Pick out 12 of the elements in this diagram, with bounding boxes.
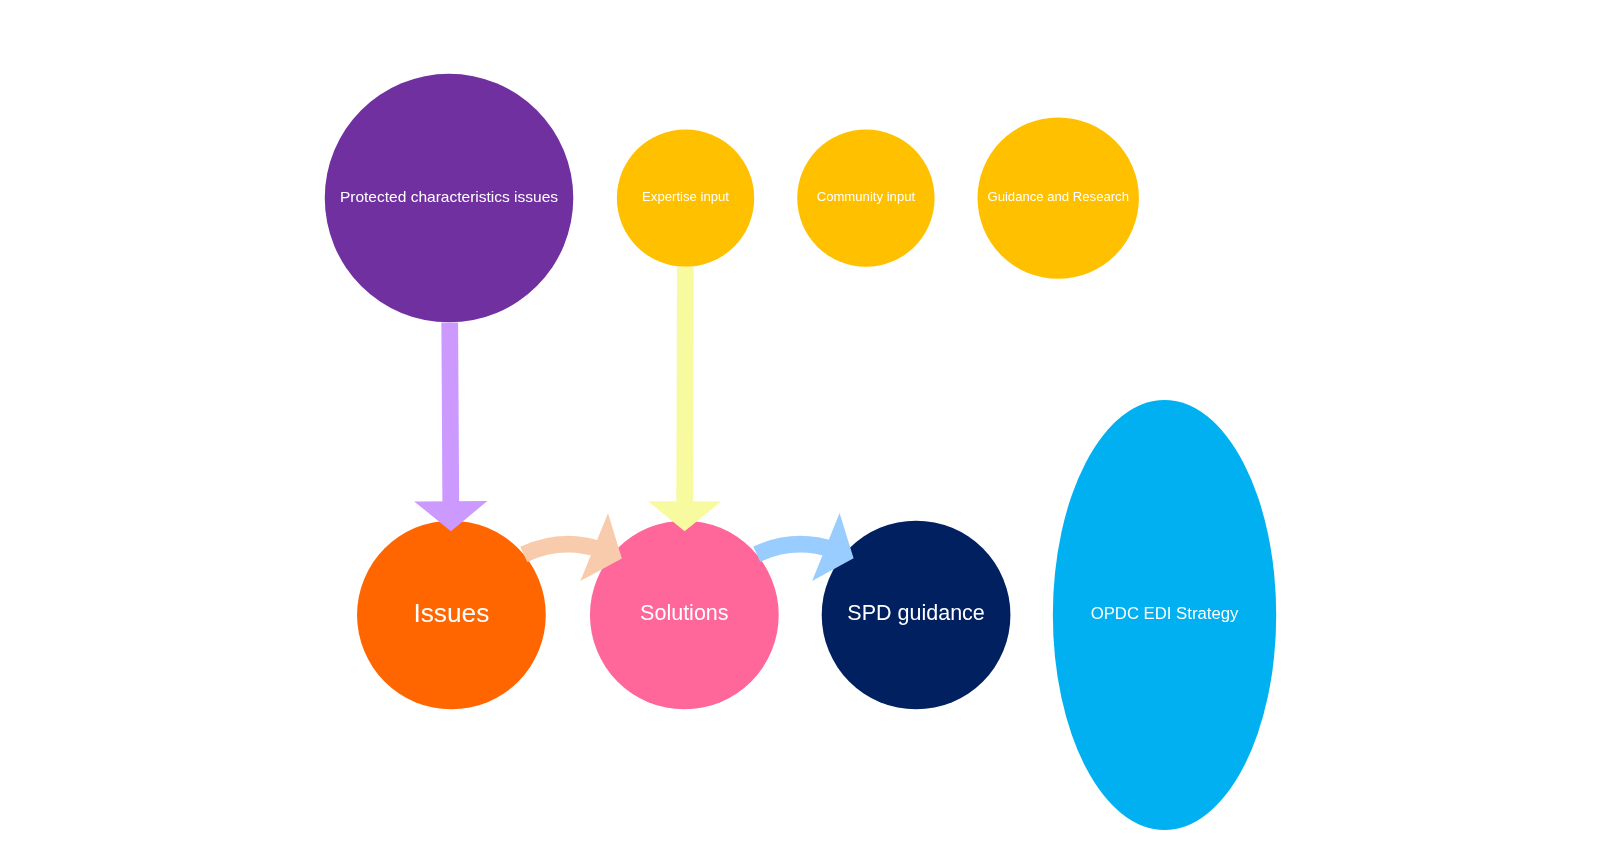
node-circle: Community input xyxy=(797,129,935,267)
node-circle: Expertise input xyxy=(616,129,755,267)
arrow xyxy=(648,266,722,532)
node-circle: Protected characteristics issues xyxy=(324,73,574,323)
arrow xyxy=(414,322,488,532)
node-circle: Issues xyxy=(357,520,546,710)
node-ellipse: OPDC EDI Strategy xyxy=(1052,400,1277,830)
arrow xyxy=(753,513,854,581)
node-circle: SPD guidance xyxy=(821,520,1011,710)
node-circle: Solutions xyxy=(589,520,779,710)
node-circle: Guidance and Research xyxy=(977,117,1139,279)
arrow xyxy=(520,513,622,582)
